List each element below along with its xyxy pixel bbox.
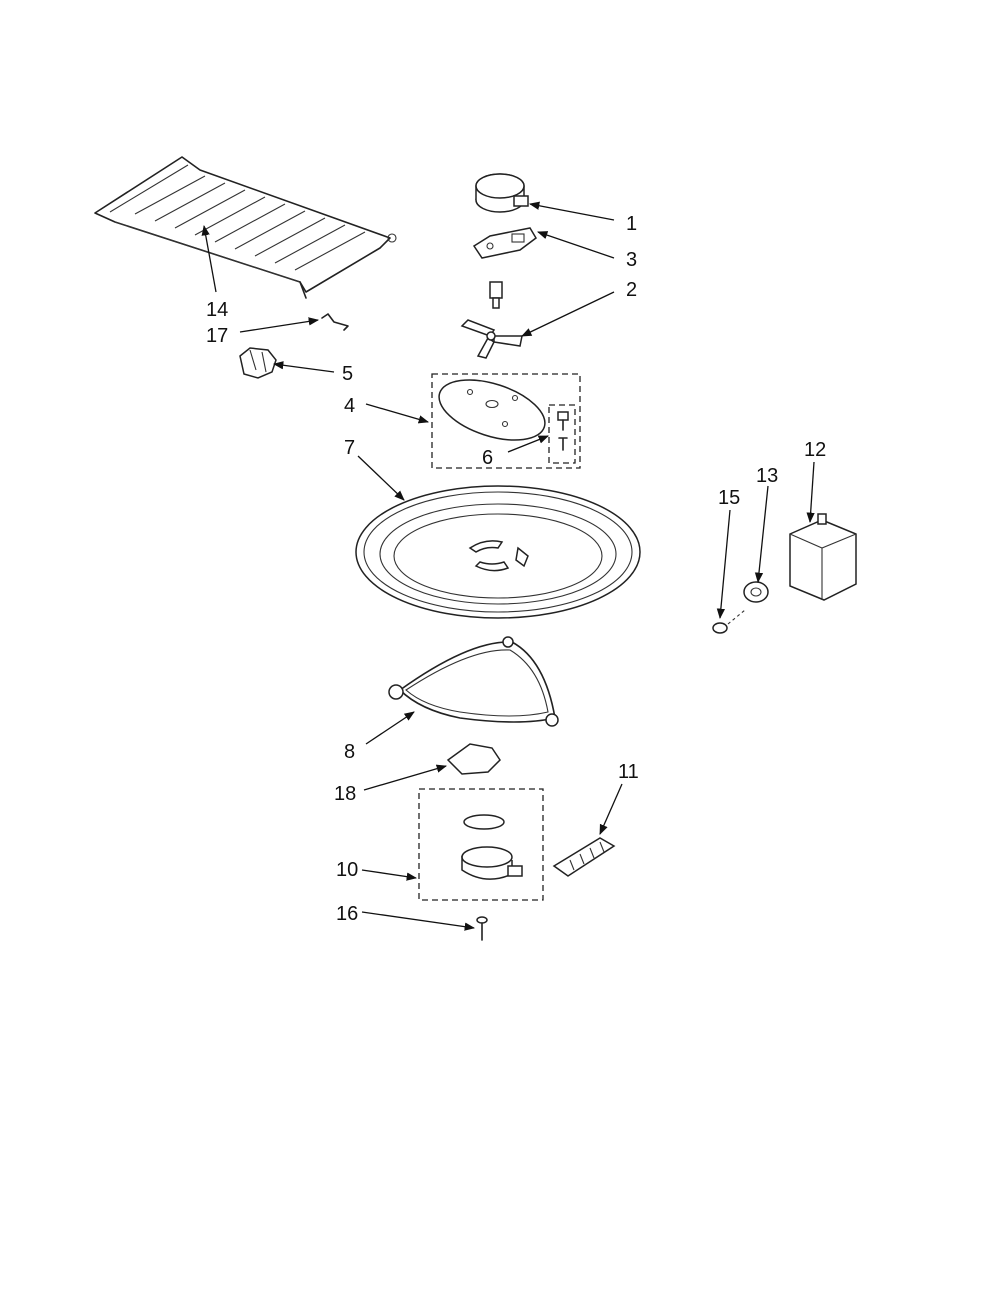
callout-12: 12 bbox=[804, 439, 826, 461]
callout-1: 1 bbox=[626, 213, 637, 235]
magnetron-part[interactable] bbox=[789, 513, 857, 601]
fan-blade-part[interactable] bbox=[460, 319, 523, 359]
gasket-part[interactable] bbox=[743, 581, 769, 603]
screw-part[interactable] bbox=[557, 411, 569, 451]
screw-bottom-part[interactable] bbox=[476, 916, 488, 941]
leader-18 bbox=[363, 764, 447, 791]
leader-17 bbox=[239, 317, 320, 333]
shaft-coupling-part[interactable] bbox=[489, 281, 503, 309]
callout-10: 10 bbox=[336, 859, 358, 881]
leader-14 bbox=[201, 224, 217, 293]
leader-5 bbox=[272, 361, 335, 373]
callout-13: 13 bbox=[756, 465, 778, 487]
support-clip-part[interactable] bbox=[239, 347, 277, 379]
leader-3 bbox=[537, 231, 615, 259]
leader-13 bbox=[754, 485, 769, 584]
callout-17: 17 bbox=[206, 325, 228, 347]
callout-15: 15 bbox=[718, 487, 740, 509]
leader-2 bbox=[521, 291, 615, 337]
callout-3: 3 bbox=[626, 249, 637, 271]
nut-part[interactable] bbox=[712, 609, 746, 634]
leader-1 bbox=[528, 201, 615, 221]
leader-15 bbox=[716, 509, 731, 620]
leader-8 bbox=[365, 711, 415, 745]
turntable-motor-part[interactable] bbox=[461, 814, 523, 880]
callout-14: 14 bbox=[206, 299, 228, 321]
leader-6 bbox=[507, 435, 549, 453]
callout-2: 2 bbox=[626, 279, 637, 301]
callout-8: 8 bbox=[344, 741, 355, 763]
turntable-motor-group-box bbox=[418, 788, 544, 901]
callout-7: 7 bbox=[344, 437, 355, 459]
callout-18: 18 bbox=[334, 783, 356, 805]
assembly-group-box bbox=[431, 373, 581, 469]
leader-16 bbox=[361, 911, 476, 931]
leader-11 bbox=[599, 783, 623, 835]
callout-4: 4 bbox=[344, 395, 355, 417]
fastener-group-box bbox=[548, 404, 576, 464]
turntable-tray-part[interactable] bbox=[355, 485, 641, 619]
leader-12 bbox=[806, 461, 815, 524]
coupler-part[interactable] bbox=[446, 743, 501, 775]
wire-rack-part[interactable] bbox=[94, 156, 397, 299]
terminal-block-part[interactable] bbox=[552, 837, 616, 877]
callout-11: 11 bbox=[618, 761, 639, 783]
callout-16: 16 bbox=[336, 903, 358, 925]
callout-6: 6 bbox=[482, 447, 493, 469]
roller-ring-part[interactable] bbox=[388, 636, 559, 727]
leader-7 bbox=[357, 455, 405, 501]
fan-motor-part[interactable] bbox=[475, 173, 529, 213]
stirrer-plate-part[interactable] bbox=[432, 368, 553, 451]
motor-bracket-part[interactable] bbox=[472, 227, 537, 259]
callout-5: 5 bbox=[342, 363, 353, 385]
leader-4 bbox=[365, 403, 429, 424]
leader-10 bbox=[361, 869, 418, 881]
hook-part[interactable] bbox=[321, 313, 349, 331]
